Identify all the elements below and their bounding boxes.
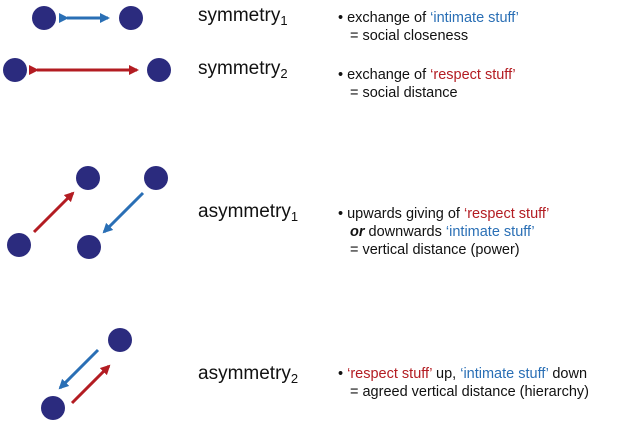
description-line: = agreed vertical distance (hierarchy) [338, 383, 589, 401]
description-text: = social closeness [350, 28, 469, 44]
row-label-symmetry-2: symmetry2 [198, 59, 288, 80]
description-text: down [548, 366, 588, 382]
arrow-down-blue [58, 348, 100, 390]
intimate-stuff-term: ‘intimate stuff’ [430, 10, 519, 26]
label-subscript: 2 [280, 66, 288, 81]
respect-stuff-term: ‘respect stuff’ [463, 206, 550, 222]
node-dot [147, 58, 171, 82]
description-text: exchange of [347, 67, 431, 83]
description-line: • exchange of ‘intimate stuff’ [338, 9, 519, 27]
row-description: • ‘respect stuff’ up, ‘intimate stuff’ d… [338, 365, 589, 401]
row-label-asymmetry-1: asymmetry1 [198, 202, 298, 223]
row-label-symmetry-1: symmetry1 [198, 6, 288, 27]
row-description: • exchange of ‘intimate stuff’= social c… [338, 9, 519, 45]
node-dot [76, 166, 100, 190]
description-text: up, [432, 366, 461, 382]
respect-stuff-term: ‘respect stuff’ [347, 366, 432, 382]
label-text: symmetry [198, 58, 281, 79]
node-dot [32, 6, 56, 30]
description-text: = agreed vertical distance (hierarchy) [350, 384, 589, 400]
row-description: • exchange of ‘respect stuff’= social di… [338, 66, 516, 102]
description-text: = vertical distance (power) [350, 242, 520, 258]
label-subscript: 2 [290, 371, 299, 386]
label-subscript: 1 [280, 13, 288, 28]
label-text: asymmetry [198, 363, 291, 384]
node-dot [7, 233, 31, 257]
description-text: = social distance [350, 85, 458, 101]
arrow-down-blue [102, 191, 145, 234]
arrow-up-red [32, 191, 75, 234]
respect-stuff-term: ‘respect stuff’ [430, 67, 516, 83]
emphasis-text: or [350, 224, 365, 240]
row-label-asymmetry-2: asymmetry2 [198, 364, 298, 385]
label-subscript: 1 [290, 209, 299, 224]
description-text: exchange of [347, 10, 431, 26]
intimate-stuff-term: ‘intimate stuff’ [445, 224, 535, 240]
description-line: • ‘respect stuff’ up, ‘intimate stuff’ d… [338, 365, 589, 383]
bullet: • [338, 10, 348, 26]
label-text: symmetry [198, 5, 281, 26]
label-text: asymmetry [198, 201, 291, 222]
arrow-up-red [70, 364, 111, 405]
node-dot [144, 166, 168, 190]
row-description: • upwards giving of ‘respect stuff’or do… [338, 205, 549, 259]
description-line: or downwards ‘intimate stuff’ [338, 223, 549, 241]
description-text: downwards [364, 224, 446, 240]
node-dot [77, 235, 101, 259]
intimate-stuff-term: ‘intimate stuff’ [460, 366, 549, 382]
description-text: upwards giving of [347, 206, 464, 222]
description-line: = social closeness [338, 27, 519, 45]
node-dot [41, 396, 65, 420]
description-line: = vertical distance (power) [338, 241, 549, 259]
description-line: = social distance [338, 84, 516, 102]
node-dot [108, 328, 132, 352]
bullet: • [338, 206, 348, 222]
node-dot [3, 58, 27, 82]
description-line: • upwards giving of ‘respect stuff’ [338, 205, 549, 223]
description-line: • exchange of ‘respect stuff’ [338, 66, 516, 84]
bullet: • [338, 366, 348, 382]
node-dot [119, 6, 143, 30]
bullet: • [338, 67, 348, 83]
